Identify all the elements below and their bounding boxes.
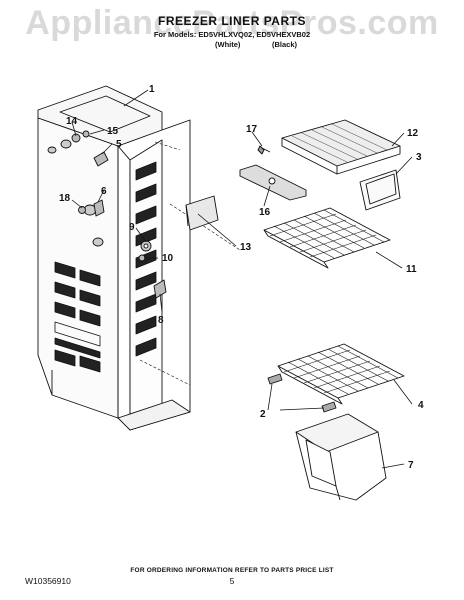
callout-18: 18 <box>59 193 71 204</box>
callout-15: 15 <box>107 126 119 137</box>
color-black-label: (Black) <box>272 40 298 49</box>
liner-small-parts <box>71 130 167 299</box>
callout-17: 17 <box>246 124 258 135</box>
part-16-bracket <box>239 164 307 201</box>
freezer-liner <box>37 85 241 431</box>
callout-5: 5 <box>116 139 122 150</box>
callout-4: 4 <box>418 400 424 411</box>
ordering-note: FOR ORDERING INFORMATION REFER TO PARTS … <box>130 567 334 574</box>
callout-12: 12 <box>407 128 419 139</box>
part-2-supports <box>267 373 337 413</box>
watermark: AppliancePartsPros.com <box>25 4 439 42</box>
callout-16: 16 <box>259 207 271 218</box>
part-17-screw <box>257 145 271 155</box>
models-line: For Models: ED5VHLXVQ02, ED5VHEXVB02 <box>153 30 311 39</box>
document-number: W10356910 <box>25 576 71 586</box>
callout-8: 8 <box>158 315 164 326</box>
callout-7: 7 <box>408 460 414 471</box>
callout-9: 9 <box>129 222 135 233</box>
callout-6: 6 <box>101 186 107 197</box>
part-3-trim <box>359 169 401 211</box>
callout-10: 10 <box>162 253 174 264</box>
part-7-bin <box>295 413 387 501</box>
callout-14: 14 <box>66 116 78 127</box>
callout-3: 3 <box>416 152 422 163</box>
callout-11: 11 <box>406 264 417 275</box>
part-12-shelf <box>281 119 401 175</box>
callout-1: 1 <box>149 84 155 95</box>
page-number: 5 <box>229 576 235 586</box>
diagram-title: FREEZER LINER PARTS <box>158 14 306 28</box>
part-13-cover <box>185 195 219 231</box>
part-4-wire-shelf <box>277 343 405 405</box>
callout-13: 13 <box>240 242 252 253</box>
part-11-wire-shelf <box>263 207 391 269</box>
callout-2: 2 <box>260 409 266 420</box>
color-white-label: (White) <box>215 40 241 49</box>
